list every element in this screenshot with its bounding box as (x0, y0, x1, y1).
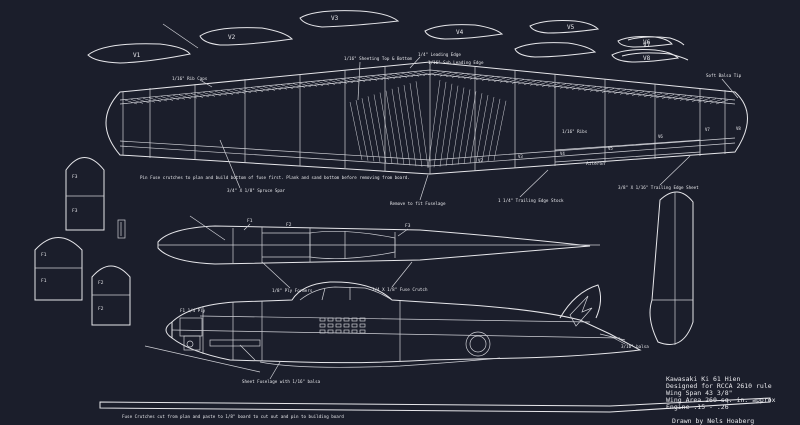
svg-text:F2: F2 (98, 306, 104, 312)
rib-v3-label: V3 (331, 15, 339, 22)
former-templates: F3 F3 F1 F1 F2 F2 (34, 157, 131, 326)
rib-v5-label: V5 (567, 24, 575, 31)
drawn-by-credit: Drawn by Nels Hoaberg (672, 417, 754, 425)
top-former-f1: F1 (247, 218, 253, 224)
spar-note: 3/4" X 1/8" Spruce Spar (227, 188, 285, 193)
aileron-outline (554, 139, 701, 163)
ply-formers-note: 1/8" Ply Formers (272, 288, 313, 293)
top-former-f2: F2 (286, 222, 292, 228)
fuse-top-outline (157, 225, 591, 265)
wing-planform: V2 V3 V4 V5 V6 V7 V8 (105, 61, 748, 175)
former-f1-template (34, 237, 83, 301)
f1-ply-note: F1 1/4 Ply (180, 308, 206, 313)
fuselage-top-view: F1 F2 F3 (157, 218, 600, 265)
leading-edge-note: 1/4" Leading Edge (418, 52, 461, 57)
svg-text:V8: V8 (736, 126, 741, 131)
svg-text:V7: V7 (705, 127, 710, 132)
title-line-4: Wing Area 260 sq. in. approx (666, 396, 776, 404)
rib-v1 (87, 43, 191, 64)
ribs-note: 1/16" Ribs (562, 129, 588, 134)
former-f3-template (65, 157, 105, 231)
sheeting-note: 1/16" Sheeting Top & Bottom (344, 56, 413, 61)
fin-template (649, 191, 694, 345)
rib-v4 (424, 24, 504, 40)
rib-v8-label: V8 (643, 55, 651, 62)
svg-text:F2: F2 (98, 280, 104, 286)
remove-fuse-note: Remove to fit Fuselage (390, 201, 446, 206)
fuse-crutch-strip (99, 397, 771, 413)
svg-text:F1: F1 (41, 252, 47, 258)
title-line-5: Engine .15 - .26 (666, 403, 729, 411)
rib-v6-label: V6 (643, 39, 651, 46)
rib-v1-label: V1 (133, 52, 141, 59)
soft-balsa-tip-note: Soft Balsa Tip (706, 73, 742, 78)
trailing-sheet-note: 3/8" X 1/16" Trailing Edge Sheet (618, 185, 699, 190)
fuse-crutch-note: 1/4 X 1/8" Fuse Crutch (372, 287, 428, 292)
rib-templates: V1 V2 V3 V4 V5 V6 V7 V8 (87, 10, 689, 64)
fin-outline (649, 191, 694, 345)
svg-text:F1: F1 (41, 278, 47, 284)
pin-crutches-note: Pin Fuse crutches to plan and build bott… (140, 175, 410, 180)
title-line-2: Designed for RCCA 2610 rule (666, 382, 772, 390)
title-line-3: Wing Span 43 3/8" (666, 389, 733, 397)
title-block: Kawasaki Ki 61 Hien Designed for RCCA 26… (666, 375, 776, 425)
sub-leading-edge-note: 1/16" Sub Leading Edge (428, 60, 484, 65)
rib-v4-label: V4 (456, 29, 464, 36)
fuselage-side-view (165, 281, 642, 368)
svg-text:V5: V5 (608, 146, 613, 151)
sheet-fuselage-note: Sheet Fuselage with 1/16" balsa (242, 379, 321, 384)
title-line-1: Kawasaki Ki 61 Hien (666, 375, 740, 383)
rib-v6 (617, 36, 673, 48)
rib-v7 (514, 42, 597, 58)
rib-v3 (299, 10, 400, 28)
svg-text:F3: F3 (72, 208, 78, 214)
svg-text:V3: V3 (518, 154, 523, 159)
fuse-crutches-cut-note: Fuse Crutches cut from plan and paste to… (122, 414, 344, 419)
svg-text:V2: V2 (478, 158, 483, 163)
wing-outline (105, 61, 748, 175)
rib-caps-note: 1/16" Rib Caps (172, 76, 208, 81)
sheeting-hatch (124, 70, 729, 169)
rib-v5 (529, 20, 600, 34)
rib-v7-label: V7 (643, 42, 651, 49)
aileron-label: Aileron (586, 161, 605, 167)
rib-v2-label: V2 (228, 34, 236, 41)
svg-text:V6: V6 (658, 134, 663, 139)
svg-text:F3: F3 (72, 174, 78, 180)
wing-notes: 1/16" Rib Caps 1/16" Sheeting Top & Bott… (140, 52, 742, 206)
vent-grid (319, 317, 366, 334)
former-f2-template (91, 265, 131, 326)
rib-v8 (611, 49, 680, 63)
svg-text:V4: V4 (560, 151, 565, 156)
fuse-side-outline (171, 281, 642, 364)
balsa-316-note: 3/16" balsa (621, 344, 649, 349)
trailing-stock-note: 1 1/4" Trailing Edge Stock (498, 198, 564, 203)
top-former-f3: F3 (405, 223, 411, 229)
rib-v2 (199, 27, 294, 46)
